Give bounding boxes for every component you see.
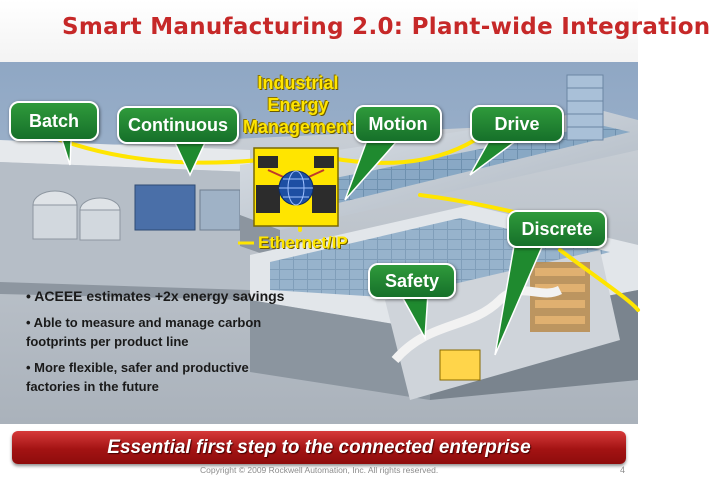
copyright-notice: Copyright © 2009 Rockwell Automation, In…: [200, 465, 439, 475]
key-message-banner: Essential first step to the connected en…: [12, 431, 626, 464]
label-discrete: Discrete: [507, 210, 607, 248]
two-computers-network-icon: [256, 156, 336, 213]
bullet-item: • Able to measure and manage carbon foot…: [26, 315, 262, 349]
label-drive: Drive: [470, 105, 564, 143]
batch-tank-2-body: [79, 209, 121, 241]
bullet-item: • More flexible, safer and productive fa…: [26, 360, 249, 394]
label-industrial-energy-management: Industrial Energy Management: [238, 72, 358, 138]
iem-line-1: Industrial: [257, 73, 339, 93]
batch-tank-body: [32, 204, 78, 240]
bullet-item: • ACEEE estimates +2x energy savings: [26, 288, 285, 304]
warehouse-racks: [530, 262, 590, 332]
title-bar: Smart Manufacturing 2.0: Plant-wide Inte…: [0, 0, 710, 62]
slide-title: Smart Manufacturing 2.0: Plant-wide Inte…: [62, 14, 711, 40]
left-building-wall: [0, 282, 250, 300]
label-ethernet-ip: Ethernet/IP: [258, 233, 348, 252]
iem-line-2: Energy: [267, 95, 329, 115]
label-motion: Motion: [354, 105, 442, 143]
middle-roof-glass: [300, 125, 630, 205]
label-batch: Batch: [9, 101, 99, 141]
office-tower: [566, 74, 604, 141]
label-continuous: Continuous: [117, 106, 239, 144]
iem-line-3: Management: [242, 117, 354, 137]
bullet-list: • ACEEE estimates +2x energy savings • A…: [26, 288, 286, 403]
page-number: 4: [620, 465, 626, 475]
robot-cell: [439, 349, 481, 381]
front-wall: [250, 300, 430, 400]
banner-text: Essential first step to the connected en…: [107, 437, 531, 458]
conveyor: [391, 285, 563, 364]
globe-icon: [278, 170, 314, 206]
label-safety: Safety: [368, 263, 456, 299]
continuous-machine: [134, 184, 196, 231]
continuous-machine-2: [199, 189, 241, 231]
